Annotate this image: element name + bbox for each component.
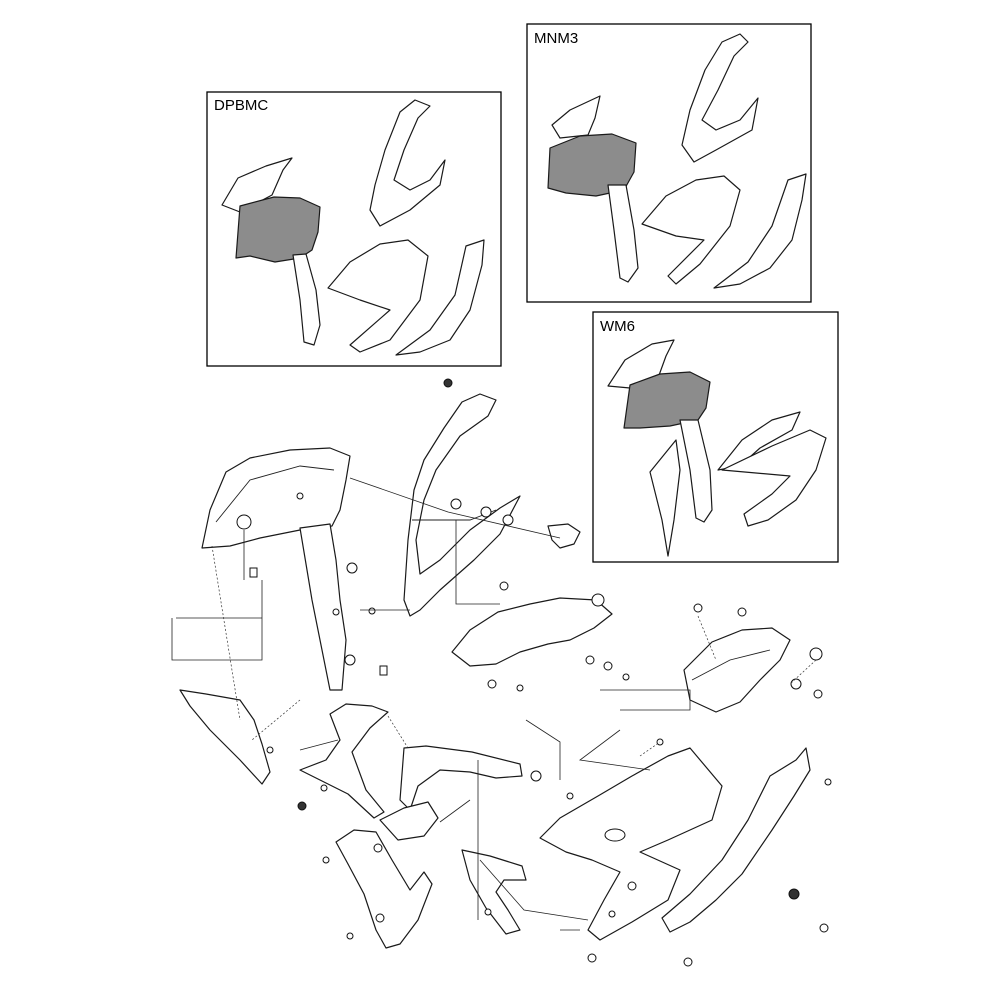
side-cowling-highlighted-part: [623, 371, 711, 429]
grommet-icon: [788, 888, 800, 900]
under-cowl-bracket-part: [299, 703, 389, 819]
bolt-icon: [484, 908, 492, 916]
grommet-icon: [480, 506, 492, 518]
bolt-icon: [693, 603, 703, 613]
variant-panel-wm6: WM6: [592, 311, 839, 563]
side-panel-part: [713, 173, 807, 289]
bolt-icon: [499, 581, 509, 591]
center-lower-panel-part: [399, 745, 523, 811]
variant-panel-dpbmc: DPBMC: [206, 91, 502, 367]
variant-label-mnm3: MNM3: [534, 30, 578, 47]
bolt-icon: [622, 673, 630, 681]
washer-icon: [603, 661, 613, 671]
grommet-icon: [346, 562, 358, 574]
nut-clip-icon: [379, 665, 388, 676]
inner-panel-part: [649, 439, 681, 557]
main-exploded-view: [171, 378, 832, 967]
bolt-icon: [737, 607, 747, 617]
right-side-panel-part: [661, 747, 811, 933]
bolt-icon: [683, 957, 693, 967]
bolt-icon: [608, 910, 616, 918]
nut-clip-icon: [249, 567, 258, 578]
upper-stay-bracket-part: [403, 393, 521, 617]
bolt-icon: [443, 378, 453, 388]
lower-left-fairing-part: [179, 689, 271, 785]
washer-icon: [813, 689, 823, 699]
grommet-icon: [450, 498, 462, 510]
bolt-icon: [824, 778, 832, 786]
bolt-icon: [297, 801, 307, 811]
cowling-leg-part: [607, 184, 639, 283]
grommet-icon: [344, 654, 356, 666]
leader-dashed-lines: [211, 545, 817, 757]
side-cowling-highlighted-part: [547, 133, 637, 197]
grommet-icon: [809, 647, 823, 661]
bolt-icon: [346, 932, 354, 940]
lower-fairing-part: [327, 239, 429, 353]
bolt-icon: [566, 792, 574, 800]
lower-fairing-part: [641, 175, 741, 285]
center-lower-left-panel-part: [379, 801, 439, 841]
center-inner-panel-part: [451, 597, 613, 667]
grommet-icon: [502, 514, 514, 526]
right-bracket-part: [547, 523, 581, 549]
variant-label-dpbmc: DPBMC: [214, 97, 268, 114]
right-inner-panel-part: [683, 627, 791, 713]
cowling-leg-part: [679, 419, 713, 523]
bolt-icon: [266, 746, 274, 754]
grommet-icon: [236, 514, 252, 530]
lower-left-scoop-part: [335, 829, 433, 949]
upper-stay-part: [681, 33, 759, 163]
upper-stay-part: [369, 99, 446, 227]
bolt-icon: [587, 953, 597, 963]
grommet-icon: [591, 593, 605, 607]
windscreen-part: [551, 95, 601, 139]
cowling-leg-part: [299, 523, 347, 691]
bolt-icon: [819, 923, 829, 933]
bolt-icon: [296, 492, 304, 500]
bolt-icon: [375, 913, 385, 923]
grommet-icon: [530, 770, 542, 782]
bolt-icon: [373, 843, 383, 853]
side-panel-part: [395, 239, 485, 356]
cowling-contour-line: [215, 465, 335, 523]
panel-contour-line: [691, 649, 771, 681]
leader-lines: [171, 477, 691, 931]
side-cowling-highlighted-part: [235, 196, 321, 263]
bolt-icon: [320, 784, 328, 792]
grommet-icon: [604, 828, 626, 842]
bolt-icon: [487, 679, 497, 689]
right-lower-fairing-part: [539, 747, 723, 941]
side-panel-part: [721, 429, 827, 527]
lower-center-scoop-part: [461, 849, 527, 935]
grommet-icon: [627, 881, 637, 891]
variant-panel-mnm3: MNM3: [526, 23, 812, 303]
bolt-icon: [322, 856, 330, 864]
bolt-icon: [368, 607, 376, 615]
variant-label-wm6: WM6: [600, 318, 635, 335]
bolt-icon: [332, 608, 340, 616]
bolt-icon: [516, 684, 524, 692]
washer-icon: [585, 655, 595, 665]
cowling-leg-part: [292, 253, 321, 346]
grommet-icon: [790, 678, 802, 690]
